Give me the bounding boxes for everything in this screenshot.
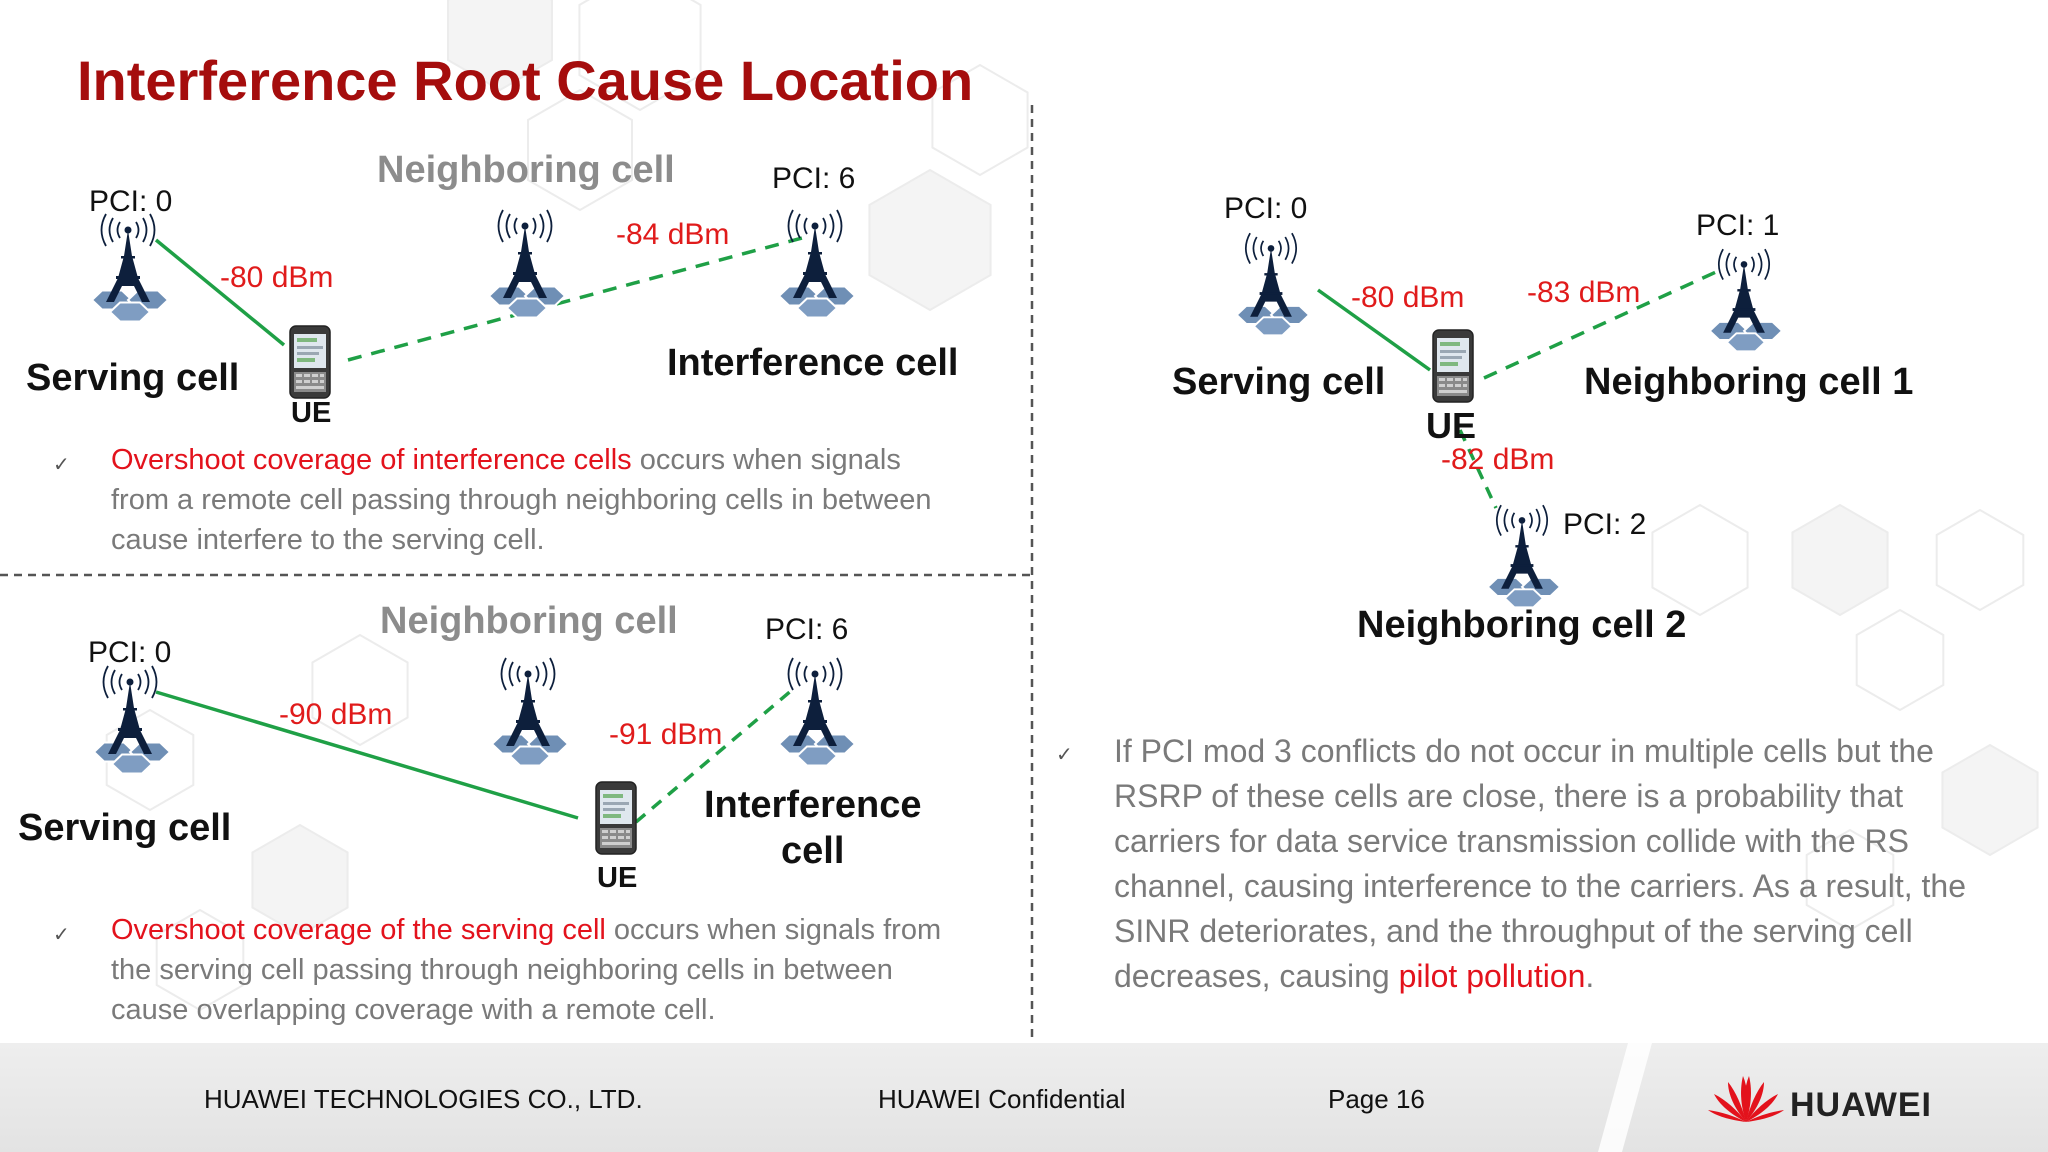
tl-bullet-line1: occurs when signals	[631, 444, 901, 476]
bl-interference-pci: PCI: 6	[765, 613, 849, 646]
tl-interference-signal-line	[347, 236, 803, 362]
tl-serving-signal-line	[154, 238, 286, 347]
footer-bar	[0, 1043, 2048, 1152]
background-hexagon	[311, 633, 409, 747]
background-hexagon	[527, 88, 633, 212]
background-hexagon	[1791, 503, 1889, 617]
tl-serving-cell-label: Serving cell	[26, 357, 240, 399]
background-hexagon	[931, 63, 1029, 177]
bl-interference-dbm: -91 dBm	[609, 718, 723, 751]
bl-bullet-line3: cause overlapping coverage with a remote…	[111, 994, 716, 1026]
r-bullet-highlight: pilot pollution	[1398, 958, 1586, 994]
tl-ue-label: UE	[291, 397, 332, 429]
r-serving-signal-line	[1316, 288, 1432, 372]
tl-interference-dbm: -84 dBm	[616, 218, 730, 251]
bl-interference-cell-label-2: cell	[781, 830, 845, 872]
r-bullet-text: If PCI mod 3 conflicts do not occur in m…	[1114, 729, 1974, 999]
bl-check-icon: ✓	[53, 924, 70, 946]
background-hexagon	[1935, 508, 2025, 612]
bl-serving-dbm: -90 dBm	[279, 698, 393, 731]
background-hexagon	[868, 168, 992, 312]
r-neighbor1-dbm: -83 dBm	[1527, 276, 1641, 309]
tl-bullet-highlight: Overshoot coverage of interference cells	[111, 444, 632, 476]
r-serving-pci: PCI: 0	[1224, 192, 1308, 225]
tl-neighboring-title: Neighboring cell	[377, 149, 675, 191]
r-neighbor2-pci: PCI: 2	[1563, 508, 1647, 541]
r-bullet-end: .	[1585, 958, 1595, 994]
bl-serving-cell-label: Serving cell	[18, 807, 232, 849]
tl-interference-pci: PCI: 6	[772, 162, 856, 195]
r-neighbor1-label: Neighboring cell 1	[1584, 361, 1914, 403]
tl-serving-pci: PCI: 0	[89, 185, 173, 218]
r-check-icon: ✓	[1056, 744, 1073, 766]
background-hexagon	[1941, 743, 2039, 857]
r-neighbor2-label: Neighboring cell 2	[1357, 604, 1687, 646]
slide-title: Interference Root Cause Location	[77, 49, 974, 112]
r-neighbor2-dbm: -82 dBm	[1441, 443, 1555, 476]
background-hexagon	[1805, 828, 1895, 932]
r-neighbor2-tower-icon	[1486, 504, 1562, 609]
r-serving-dbm: -80 dBm	[1351, 281, 1465, 314]
r-neighbor1-pci: PCI: 1	[1696, 209, 1780, 242]
bl-bullet-line2: the serving cell passing through neighbo…	[111, 954, 893, 986]
bl-interference-tower-icon	[777, 657, 857, 767]
bl-neighbor-tower-icon	[490, 657, 570, 767]
bl-ue-phone-icon	[595, 781, 637, 855]
bl-serving-tower-icon	[92, 665, 172, 775]
background-hexagon	[1651, 503, 1749, 617]
r-serving-cell-label: Serving cell	[1172, 361, 1386, 403]
r-neighbor1-tower-icon	[1708, 248, 1784, 353]
bl-neighboring-title: Neighboring cell	[380, 600, 678, 642]
r-serving-tower-icon	[1235, 232, 1311, 337]
tl-interference-cell-label: Interference cell	[667, 342, 959, 384]
r-bullet-body: If PCI mod 3 conflicts do not occur in m…	[1114, 733, 1967, 994]
background-hexagon	[155, 908, 245, 1012]
r-ue-phone-icon	[1432, 329, 1474, 403]
bl-ue-label: UE	[597, 862, 638, 894]
tl-check-icon: ✓	[53, 454, 70, 476]
bl-interference-signal-line	[634, 688, 794, 824]
tl-serving-dbm: -80 dBm	[220, 261, 334, 294]
huawei-logo-text: HUAWEI	[1790, 1086, 1932, 1124]
footer-confidential: HUAWEI Confidential	[878, 1084, 1126, 1114]
bl-interference-cell-label-1: Interference	[704, 784, 922, 826]
tl-interference-tower-icon	[777, 209, 857, 319]
background-hexagon	[578, 0, 702, 112]
background-hexagon	[1855, 608, 1945, 712]
tl-bullet-line3: cause interfere to the serving cell.	[111, 524, 545, 556]
tl-serving-tower-icon	[90, 213, 170, 323]
r-neighbor2-signal-line	[1458, 429, 1498, 509]
footer-page-number: Page 16	[1328, 1084, 1425, 1114]
bl-bullet-text: Overshoot coverage of the serving cell o…	[111, 910, 941, 1030]
background-hexagon	[105, 708, 195, 812]
tl-ue-phone-icon	[289, 325, 331, 399]
bl-bullet-highlight: Overshoot coverage of the serving cell	[111, 914, 606, 946]
footer-slash	[1598, 1043, 1652, 1152]
footer-company: HUAWEI TECHNOLOGIES CO., LTD.	[204, 1084, 643, 1114]
bl-serving-signal-line	[155, 690, 579, 820]
r-ue-label: UE	[1426, 405, 1477, 446]
background-hexagon	[251, 823, 349, 937]
bl-bullet-line1: occurs when signals from	[605, 914, 942, 946]
tl-neighbor-tower-icon	[487, 209, 567, 319]
tl-bullet-text: Overshoot coverage of interference cells…	[111, 440, 932, 560]
tl-bullet-line2: from a remote cell passing through neigh…	[111, 484, 932, 516]
bl-serving-pci: PCI: 0	[88, 636, 172, 669]
background-hexagon	[447, 0, 553, 92]
huawei-logo-icon	[1708, 1076, 1784, 1122]
r-neighbor1-signal-line	[1483, 270, 1717, 380]
